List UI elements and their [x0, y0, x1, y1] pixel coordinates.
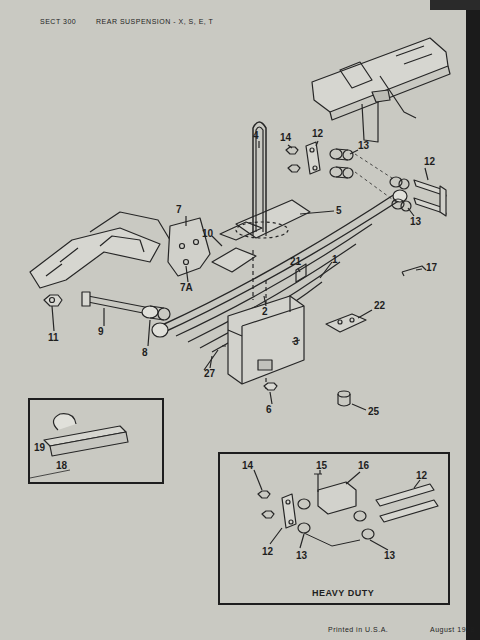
callout-number: 21	[290, 256, 301, 267]
callout-number: 6	[266, 404, 272, 415]
callout-number: 12	[262, 546, 273, 557]
page-text: SECT 300	[40, 16, 76, 27]
callout-number: 17	[426, 262, 437, 273]
callout-number: 27	[204, 368, 215, 379]
page-text: Printed in U.S.A.	[328, 624, 388, 635]
callout-number: 12	[416, 470, 427, 481]
inset-title: HEAVY DUTY	[312, 588, 374, 599]
callout-number: 25	[368, 406, 379, 417]
callout-number: 15	[316, 460, 327, 471]
callout-number: 5	[336, 205, 342, 216]
callout-number: 10	[202, 228, 213, 239]
callout-number: 8	[142, 347, 148, 358]
callout-number: 11	[48, 332, 59, 343]
callout-number: 7A	[180, 282, 193, 293]
callout-number: 14	[280, 132, 291, 143]
callout-number: 1	[332, 254, 338, 265]
inset-box: 1918	[28, 398, 164, 484]
callout-number: 18	[56, 460, 67, 471]
callout-number: 12	[312, 128, 323, 139]
callout-number: 2	[262, 306, 268, 317]
page-text: REAR SUSPENSION - X, S, E, T	[96, 16, 213, 27]
callout-number: 16	[358, 460, 369, 471]
inset-box: 14 15 16 12 12 13 13HEAVY DUTY	[218, 452, 450, 605]
callout-number: 13	[384, 550, 395, 561]
callout-number: 14	[242, 460, 253, 471]
callout-number: 12	[424, 156, 435, 167]
callout-number: 9	[98, 326, 104, 337]
callout-number: 13	[296, 550, 307, 561]
callout-number: 7	[176, 204, 182, 215]
callout-number: 22	[374, 300, 385, 311]
callout-number: 3	[293, 336, 299, 347]
page-text: August 1978	[430, 624, 475, 635]
callout-number: 4	[253, 130, 259, 141]
callout-number: 19	[34, 442, 45, 453]
callout-number: 13	[410, 216, 421, 227]
callout-number: 13	[358, 140, 369, 151]
